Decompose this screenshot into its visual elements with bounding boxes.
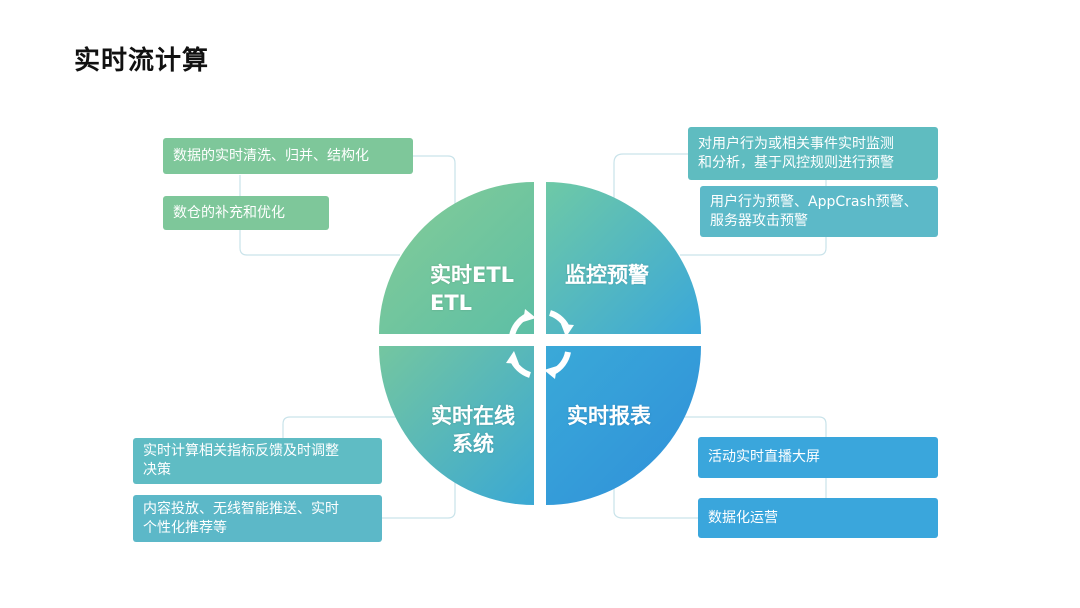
- alert-item-monitoring-line2: 和分析，基于风控规则进行预警: [698, 154, 894, 171]
- report-item-data-ops: 数据化运营: [698, 498, 938, 538]
- quadrant-label-monitor-alert: 监控预警: [565, 261, 649, 289]
- online-item-recommend-line1: 内容投放、无线智能推送、实时: [143, 500, 339, 517]
- report-item-live-screen-text: 活动实时直播大屏: [708, 449, 820, 465]
- etl-item-warehouse-text: 数仓的补充和优化: [173, 204, 285, 221]
- quadrant-online-system: [379, 346, 534, 505]
- online-item-decision-line2: 决策: [143, 462, 171, 478]
- quadrant-realtime-report: [546, 346, 701, 505]
- quadrant-label-realtime-etl: 实时ETL ETL: [430, 261, 514, 317]
- page-title: 实时流计算: [74, 46, 210, 76]
- etl-item-warehouse: 数仓的补充和优化: [163, 196, 329, 230]
- online-item-decision: 实时计算相关指标反馈及时调整 决策: [133, 438, 382, 484]
- connector-lines: [239, 153, 827, 519]
- online-item-decision-line1: 实时计算相关指标反馈及时调整: [143, 443, 339, 459]
- quadrant-realtime-etl: [379, 182, 534, 334]
- realtime-report-label: 实时报表: [567, 404, 651, 428]
- etl-item-cleansing: 数据的实时清洗、归并、结构化: [163, 138, 413, 174]
- report-item-data-ops-text: 数据化运营: [708, 509, 778, 526]
- realtime-etl-label: 实时ETL: [430, 263, 515, 287]
- online-item-recommend-line2: 个性化推荐等: [143, 519, 227, 536]
- etl-item-cleansing-text: 数据的实时清洗、归并、结构化: [173, 147, 369, 164]
- quadrant-label-realtime-report: 实时报表: [567, 402, 651, 430]
- etl-label-line2: ETL: [430, 291, 473, 315]
- report-item-live-screen: 活动实时直播大屏: [698, 437, 938, 478]
- alert-item-monitoring-line1: 对用户行为或相关事件实时监测: [698, 135, 894, 152]
- quadrant-monitor-alert: [546, 182, 701, 334]
- alert-item-types-line2: 服务器攻击预警: [710, 212, 808, 229]
- alert-item-types-line1: 用户行为预警、AppCrash预警、: [710, 193, 918, 210]
- quadrant-label-online-system: 实时在线 系统: [427, 402, 519, 458]
- alert-item-monitoring: 对用户行为或相关事件实时监测 和分析，基于风控规则进行预警: [688, 127, 938, 180]
- online-system-label-line1: 实时在线: [431, 404, 515, 428]
- online-item-recommend: 内容投放、无线智能推送、实时 个性化推荐等: [133, 495, 382, 542]
- monitor-alert-label: 监控预警: [565, 263, 649, 287]
- cycle-arrows-icon: [506, 309, 574, 379]
- alert-item-types: 用户行为预警、AppCrash预警、 服务器攻击预警: [700, 186, 938, 237]
- online-system-label-line2: 系统: [452, 432, 494, 456]
